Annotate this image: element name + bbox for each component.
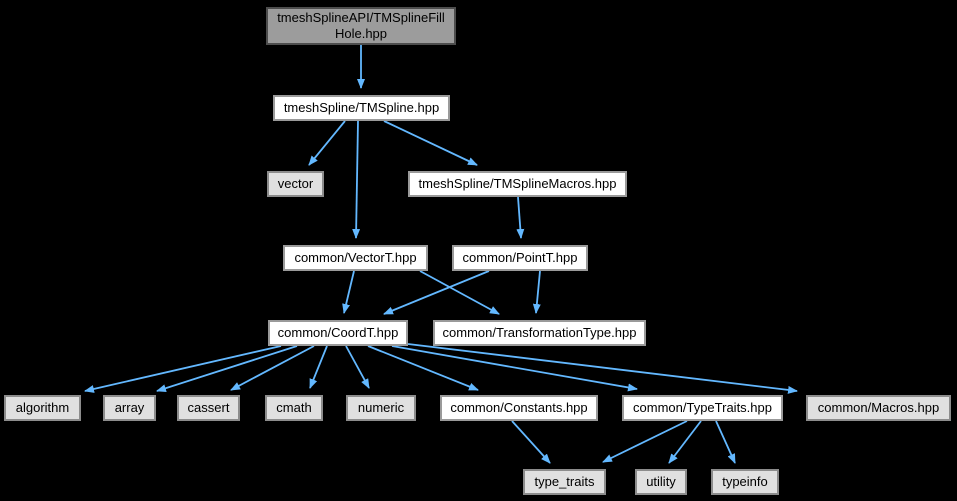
edge-constants-type_traits (511, 420, 551, 464)
node-label: cmath (276, 399, 312, 415)
edge-tmsplinemacros-pointt (516, 196, 525, 239)
edge-coordt-macros (407, 343, 798, 394)
node-label: common/TransformationType.hpp (442, 324, 637, 340)
edge-coordt-numeric (345, 345, 370, 389)
node-label: numeric (357, 399, 405, 415)
node-type_traits: type_traits (523, 469, 606, 495)
edge-pointt-coordt (383, 270, 490, 315)
node-transformationtype[interactable]: common/TransformationType.hpp (433, 320, 646, 346)
node-utility: utility (635, 469, 687, 495)
edge-tmspline-vectort (352, 120, 361, 239)
node-label: typeinfo (722, 473, 768, 489)
node-label: type_traits (534, 473, 595, 489)
edge-typetraits-utility (668, 420, 702, 464)
node-label: tmeshSpline/TMSplineMacros.hpp (418, 175, 617, 191)
node-label: common/Macros.hpp (817, 399, 940, 415)
node-cassert: cassert (177, 395, 240, 421)
edge-typetraits-type_traits (602, 420, 688, 463)
node-label: common/Constants.hpp (450, 399, 588, 415)
node-label: algorithm (15, 399, 70, 415)
edge-vectort-transformationtype (419, 270, 500, 315)
node-label: tmeshSplineAPI/TMSplineFill Hole.hpp (277, 9, 445, 41)
node-label: utility (646, 473, 676, 489)
node-coordt[interactable]: common/CoordT.hpp (268, 320, 408, 346)
edge-coordt-typetraits (391, 345, 638, 392)
edge-coordt-algorithm (84, 345, 282, 393)
node-label: common/TypeTraits.hpp (633, 399, 772, 415)
node-label: cassert (187, 399, 230, 415)
node-numeric: numeric (346, 395, 416, 421)
edge-coordt-cassert (230, 345, 315, 391)
node-label: tmeshSpline/TMSpline.hpp (283, 99, 440, 115)
node-pointt[interactable]: common/PointT.hpp (452, 245, 588, 271)
node-label: common/PointT.hpp (462, 249, 578, 265)
node-tmsplinemacros[interactable]: tmeshSpline/TMSplineMacros.hpp (408, 171, 627, 197)
node-tmspline[interactable]: tmeshSpline/TMSpline.hpp (273, 95, 450, 121)
node-cmath: cmath (265, 395, 323, 421)
node-algorithm: algorithm (4, 395, 81, 421)
edge-coordt-cmath (309, 345, 328, 389)
edge-vectort-coordt (342, 270, 355, 314)
node-label: common/CoordT.hpp (277, 324, 399, 340)
node-fillhole: tmeshSplineAPI/TMSplineFill Hole.hpp (266, 7, 456, 45)
node-vector: vector (267, 171, 324, 197)
node-constants[interactable]: common/Constants.hpp (440, 395, 598, 421)
edge-coordt-array (156, 345, 298, 393)
node-typeinfo: typeinfo (711, 469, 779, 495)
edge-coordt-constants (367, 345, 479, 391)
edge-typetraits-typeinfo (715, 420, 736, 464)
node-label: common/VectorT.hpp (294, 249, 417, 265)
edge-pointt-transformationtype (532, 270, 541, 314)
node-vectort[interactable]: common/VectorT.hpp (283, 245, 428, 271)
node-label: vector (277, 175, 314, 191)
node-array: array (103, 395, 156, 421)
node-label: array (114, 399, 145, 415)
edge-tmspline-tmsplinemacros (383, 120, 478, 166)
node-typetraits[interactable]: common/TypeTraits.hpp (622, 395, 783, 421)
node-macros: common/Macros.hpp (806, 395, 951, 421)
edge-tmspline-vector (308, 120, 346, 166)
